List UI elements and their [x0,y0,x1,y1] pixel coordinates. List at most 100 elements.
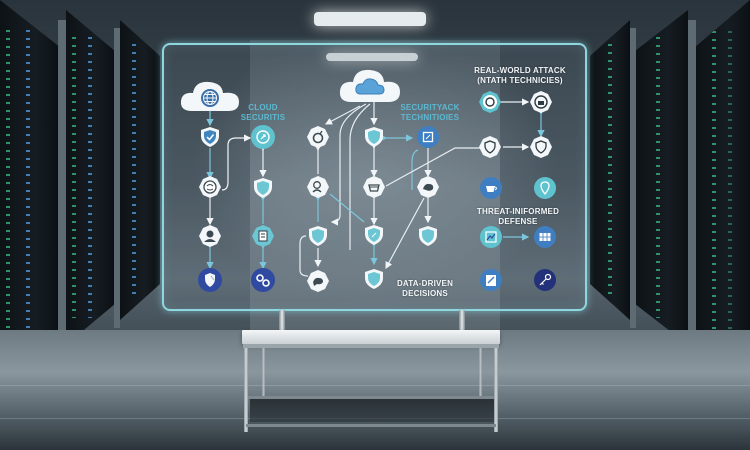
table-rail [246,424,496,427]
document-edit-badge-node[interactable] [480,269,502,291]
key-icon [534,269,556,291]
panel-support-post [279,310,285,334]
label-line: DATA-DRIVEN [396,279,454,288]
cloud-icon [180,81,239,111]
cup-icon [363,176,385,198]
label-line: TECHNITIOIES [400,113,460,122]
server-rack [66,10,114,345]
server-rack [636,10,688,345]
document-node[interactable] [252,225,274,247]
shield-node[interactable] [530,136,552,158]
rack-leds [132,44,136,296]
shield-check-icon [201,127,219,147]
table-leg [479,348,482,398]
cloud-node-globe[interactable] [178,77,242,115]
ceiling-light [314,12,426,26]
gears-icon [251,268,275,292]
bug-badge-node[interactable] [417,176,439,198]
cloud-node-center[interactable] [337,66,403,106]
brain-icon [199,176,221,198]
gears-node[interactable] [251,268,275,292]
shield-check-node[interactable] [363,224,385,246]
key-badge-node[interactable] [534,269,556,291]
label-real-world-attack: REAL-WORLD ATTACK (NTATH TECHNICIES) [474,66,566,86]
label-line: REAL-WORLD ATTACK [474,66,566,75]
table-lower-shelf [250,398,494,422]
grid-icon [534,226,556,248]
cup-icon [480,177,502,199]
chart-badge-node[interactable] [480,226,502,248]
floor [0,330,750,450]
shield-node[interactable] [252,177,274,199]
grid-badge-node[interactable] [534,226,556,248]
table-edge [243,344,499,348]
rack-leds [656,36,660,319]
bomb-icon [307,126,329,148]
shield-node[interactable] [307,225,329,247]
table-leg [262,348,265,398]
target-node[interactable] [479,91,501,113]
label-line: DEFENSE [498,217,538,226]
rack-leds [728,30,732,355]
rack-divider [58,20,66,365]
shield-node[interactable] [363,268,385,290]
bug-node[interactable] [307,270,329,292]
document-icon [252,225,274,247]
rack-leds [712,30,716,355]
document-check-node[interactable] [417,126,439,148]
refresh-badge-icon [251,125,275,149]
location-icon [534,177,556,199]
shield-icon [309,226,327,246]
bug-icon [307,270,329,292]
shield-icon [530,136,552,158]
rack-divider [630,28,636,328]
document-check-icon [417,126,439,148]
shield-node[interactable] [417,225,439,247]
shield-badge-node[interactable] [198,268,222,292]
rack-divider [114,28,120,328]
lock-badge-icon [530,91,552,113]
document-edit-icon [480,269,502,291]
location-badge-node[interactable] [534,177,556,199]
cup-badge-node[interactable] [480,177,502,199]
user-group-node[interactable] [199,225,221,247]
shield-icon [419,226,437,246]
label-line: (NTATH TECHNICIES) [477,76,563,85]
shield-node[interactable] [363,126,385,148]
table-leg [244,348,248,432]
shield-icon [254,178,272,198]
rack-leds [72,36,76,319]
table-leg [494,348,498,432]
refresh-badge-node[interactable] [251,125,275,149]
shield-icon [198,268,222,292]
cup-node[interactable] [363,176,385,198]
rack-leds [26,30,30,350]
shield-check-node[interactable] [199,126,221,148]
user-badge-node[interactable] [307,176,329,198]
label-data-driven-decisions: DATA-DRIVEN DECISIONS [397,279,453,299]
server-rack [696,0,750,385]
brain-node[interactable] [199,176,221,198]
ceiling-light [326,53,418,61]
label-line: DECISIONS [402,289,448,298]
shield-icon [365,127,383,147]
shield-icon [365,269,383,289]
table-top [242,330,500,344]
floor-seam [0,385,750,386]
chart-icon [480,226,502,248]
shield-node[interactable] [479,136,501,158]
panel-support-post [459,310,465,334]
cloud-icon [339,69,400,102]
label-line: CLOUD [248,103,278,112]
label-cloud-security: CLOUD SECURITIS [241,103,285,123]
rack-leds [608,44,612,296]
label-threat-informed-defense: THREAT-INIFORMED DEFENSE [477,207,559,227]
bomb-node[interactable] [307,126,329,148]
server-rack [120,20,160,320]
server-rack [590,20,630,320]
rack-divider [688,20,696,370]
user-group-icon [199,225,221,247]
lock-badge-node[interactable] [530,91,552,113]
